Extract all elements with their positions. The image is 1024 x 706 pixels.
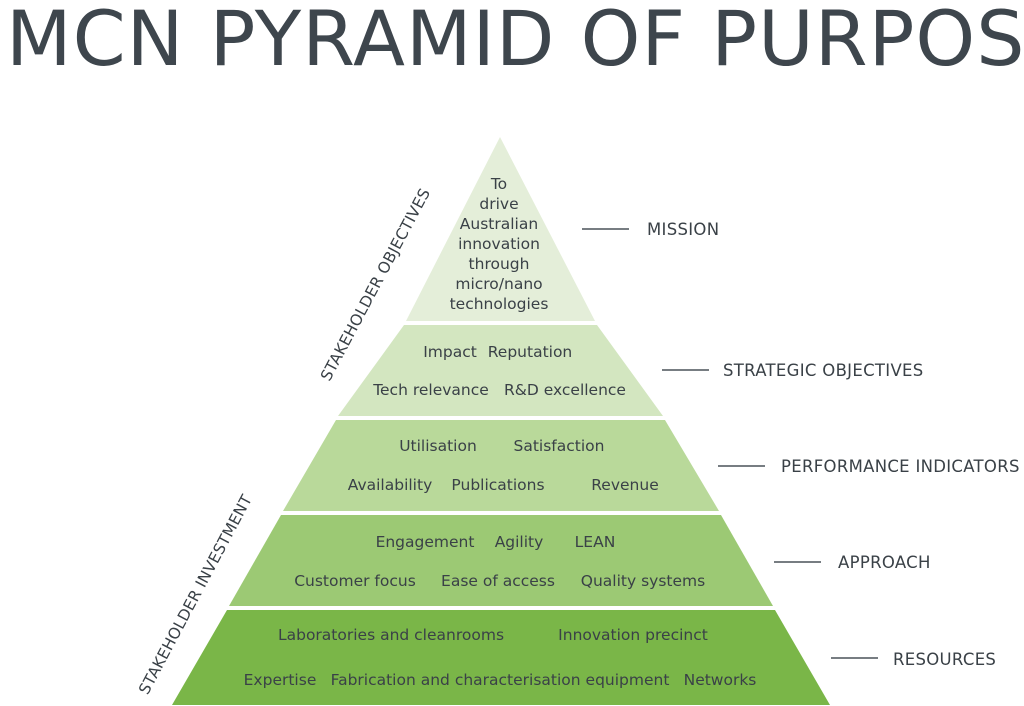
tier-item: Tech relevance bbox=[372, 381, 489, 399]
pyramid-tier-resources bbox=[172, 610, 830, 705]
tier-item: Engagement bbox=[376, 533, 475, 551]
tier-item: Utilisation bbox=[399, 437, 477, 455]
tier-item: micro/nano bbox=[455, 275, 542, 293]
strategic-objectives-items: Impact Reputation Tech relevance R&D exc… bbox=[372, 343, 626, 399]
tier-item: Expertise bbox=[244, 671, 317, 689]
tier-item: Satisfaction bbox=[514, 437, 605, 455]
page-title: MCN PYRAMID OF PURPOSE bbox=[6, 0, 1024, 83]
tier-item: Networks bbox=[684, 671, 757, 689]
tier-item: Impact bbox=[423, 343, 477, 361]
tier-item: Agility bbox=[495, 533, 544, 551]
level-label-mission: MISSION bbox=[647, 220, 719, 239]
level-label-strategic-objectives: STRATEGIC OBJECTIVES bbox=[723, 361, 924, 380]
resources-items: Laboratories and cleanrooms Innovation p… bbox=[244, 626, 757, 689]
tier-item: LEAN bbox=[575, 533, 616, 551]
tier-item: Publications bbox=[451, 476, 544, 494]
tier-item: Laboratories and cleanrooms bbox=[278, 626, 504, 644]
tier-item: Customer focus bbox=[294, 572, 416, 590]
tier-item: Revenue bbox=[591, 476, 659, 494]
tier-item: Ease of access bbox=[441, 572, 555, 590]
level-label-resources: RESOURCES bbox=[893, 650, 996, 669]
tier-item: R&D excellence bbox=[504, 381, 626, 399]
level-label-approach: APPROACH bbox=[838, 553, 931, 572]
tier-item: Availability bbox=[348, 476, 433, 494]
tier-item: technologies bbox=[450, 295, 549, 313]
tier-item: Quality systems bbox=[581, 572, 705, 590]
pyramid-tier-approach bbox=[229, 515, 773, 606]
tier-item: Innovation precinct bbox=[558, 626, 708, 644]
pyramid-tier-mission bbox=[406, 137, 595, 321]
level-labels: MISSION STRATEGIC OBJECTIVES PERFORMANCE… bbox=[582, 220, 1020, 669]
tier-item: To bbox=[490, 175, 507, 193]
pyramid-tier-strategic-objectives bbox=[338, 325, 663, 416]
pyramid-tier-performance-indicators bbox=[283, 420, 719, 511]
tier-item: drive bbox=[479, 195, 518, 213]
tier-item: innovation bbox=[458, 235, 540, 253]
mission-statement: To drive Australian innovation through m… bbox=[450, 175, 549, 313]
performance-indicators-items: Utilisation Satisfaction Availability Pu… bbox=[348, 437, 659, 494]
tier-item: Australian bbox=[460, 215, 538, 233]
tier-item: Reputation bbox=[488, 343, 573, 361]
tier-item: through bbox=[469, 255, 530, 273]
tier-item: Fabrication and characterisation equipme… bbox=[331, 671, 670, 689]
level-label-performance-indicators: PERFORMANCE INDICATORS bbox=[781, 457, 1020, 476]
approach-items: Engagement Agility LEAN Customer focus E… bbox=[294, 533, 705, 590]
